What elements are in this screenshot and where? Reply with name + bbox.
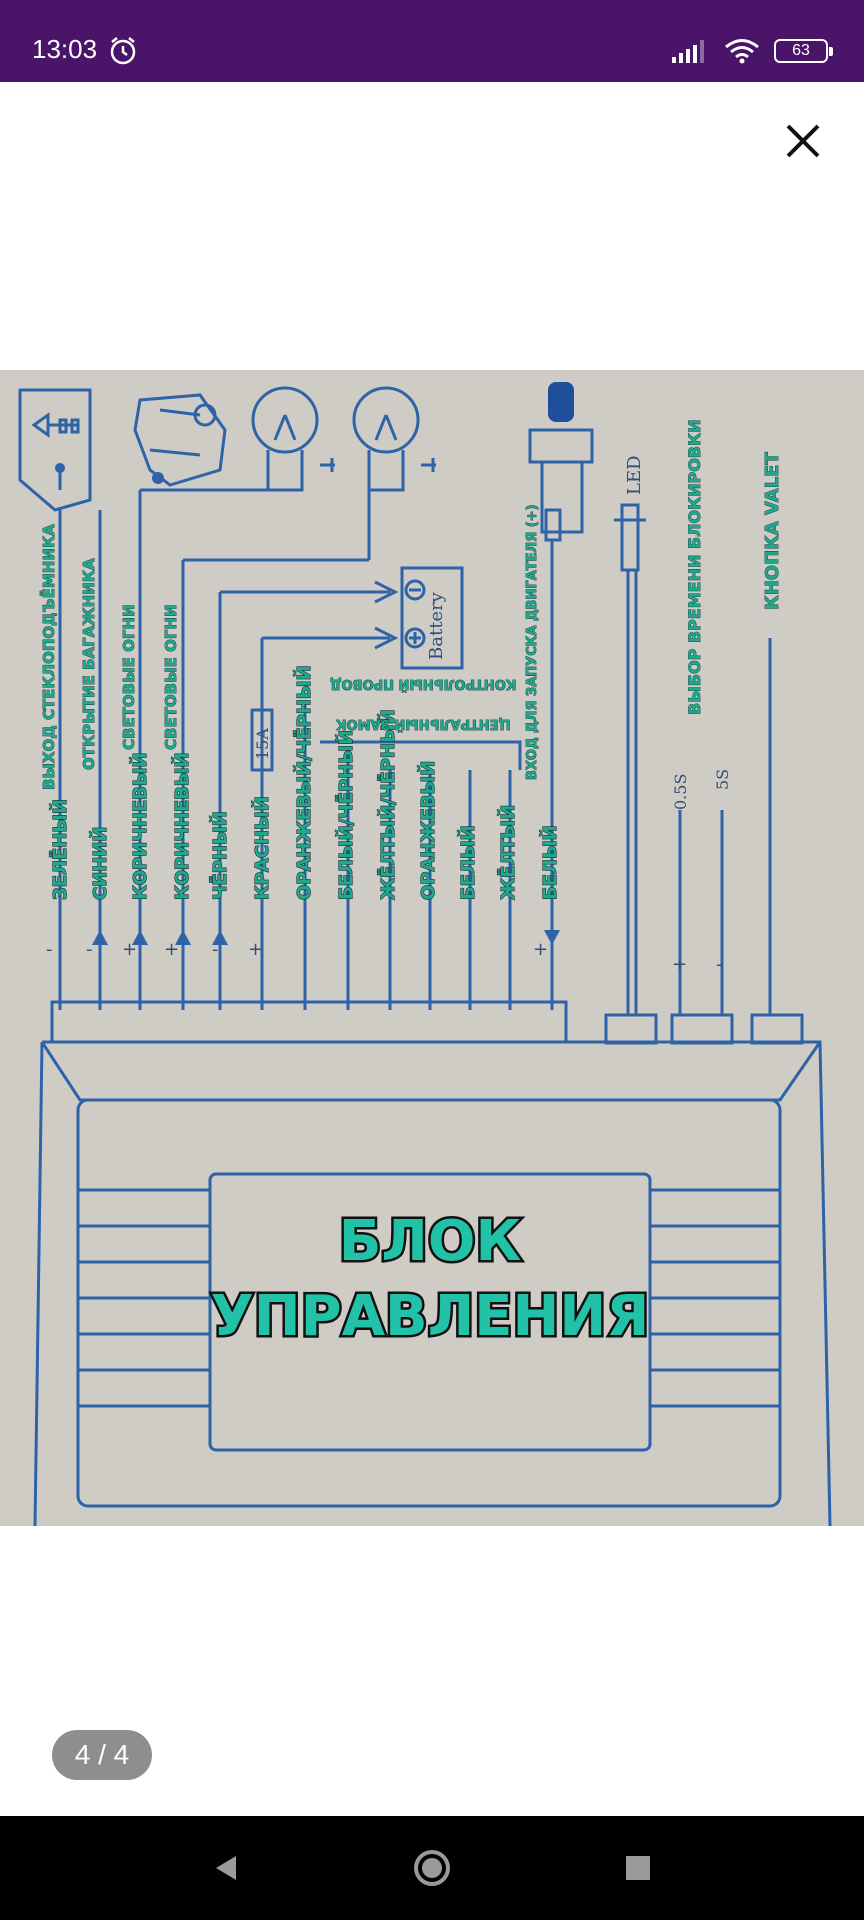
svg-text:-: -	[86, 939, 93, 960]
connectors	[50, 1000, 804, 1045]
valet-label: КНОПКА VALET	[762, 452, 783, 610]
function-label: СВЕТОВЫЕ ОГНИ	[120, 604, 138, 750]
svg-text:15A: 15A	[253, 728, 272, 760]
wire-label: ЧЁРНЫЙ	[209, 811, 231, 900]
back-icon[interactable]	[202, 1844, 250, 1892]
battery-icon: 63	[774, 39, 833, 63]
svg-text:Battery: Battery	[426, 591, 447, 660]
svg-text:+: +	[672, 954, 687, 975]
wiring-diagram: LED Battery 15A - - +	[18, 382, 832, 1526]
upside-down-labels: КОНТРОЛЬНЫЙ ПРОВОД ЦЕНТРАЛЬНЫЙ ЗАМОК	[330, 676, 517, 733]
window-icon	[18, 388, 92, 512]
signal-icon	[672, 40, 704, 63]
svg-text:+: +	[533, 939, 548, 960]
bulb-icon	[352, 386, 436, 492]
navigation-bar	[0, 1816, 864, 1920]
status-time: 13:03	[32, 34, 98, 64]
svg-text:-: -	[716, 954, 723, 975]
recents-icon[interactable]	[614, 1844, 662, 1892]
engine-start-label: ВХОД ДЛЯ ЗАПУСКА ДВИГАТЕЛЯ (+)	[525, 504, 540, 780]
svg-text:0.5S: 0.5S	[671, 774, 690, 810]
page-counter-text: 4 / 4	[74, 1739, 130, 1770]
svg-text:+: +	[248, 939, 263, 960]
function-label: ОТКРЫТИЕ БАГАЖНИКА	[80, 558, 98, 770]
battery-level: 63	[792, 42, 810, 59]
wire-label: БЕЛЫЙ	[457, 825, 479, 900]
wire-label: БЕЛЫЙ	[539, 825, 561, 900]
wire-label: ОРАНЖЕВЫЙ	[417, 761, 439, 900]
wire-label: БЕЛЫЙ/ЧЁРНЫЙ	[335, 730, 357, 900]
time-labels: 0.5S 5S	[671, 769, 732, 810]
home-icon[interactable]	[408, 1844, 456, 1892]
wire-label: ЗЕЛЁНЫЙ	[49, 799, 71, 900]
function-labels: ВЫХОД СТЕКЛОПОДЪЁМНИКА ОТКРЫТИЕ БАГАЖНИК…	[39, 419, 784, 790]
image-viewer[interactable]: LED Battery 15A - - +	[0, 370, 864, 1526]
svg-text:+: +	[164, 939, 179, 960]
block-time-label: ВЫБОР ВРЕМЕНИ БЛОКИРОВКИ	[685, 420, 704, 715]
central-lock-label: ЦЕНТРАЛЬНЫЙ ЗАМОК	[336, 716, 511, 732]
trunk-icon	[133, 393, 227, 487]
polarity-marks: - - + + - + + + -	[46, 930, 723, 975]
wire-label: ЖЁЛТЫЙ/ЧЁРНЫЙ	[377, 709, 399, 900]
title-line-2: УПРАВЛЕНИЯ	[211, 1284, 650, 1349]
wire-label: СИНИЙ	[89, 827, 111, 900]
battery-box: Battery	[220, 566, 464, 670]
function-label: СВЕТОВЫЕ ОГНИ	[162, 604, 180, 750]
page-counter: 4 / 4	[52, 1730, 152, 1780]
wire-labels: ЗЕЛЁНЫЙ СИНИЙ КОРИЧНЕВЫЙ КОРИЧНЕВЫЙ ЧЁРН…	[48, 665, 561, 901]
function-label: ВЫХОД СТЕКЛОПОДЪЁМНИКА	[39, 524, 58, 790]
control-wire-label: КОНТРОЛЬНЫЙ ПРОВОД	[330, 676, 516, 692]
alarm-icon	[110, 37, 136, 65]
control-unit	[33, 1040, 832, 1526]
close-icon[interactable]	[778, 116, 828, 166]
svg-text:LED: LED	[624, 455, 645, 495]
wifi-icon	[725, 39, 759, 64]
wire-label: ЖЁЛТЫЙ	[497, 805, 519, 900]
svg-text:-: -	[212, 939, 219, 960]
wire-label: КОРИЧНЕВЫЙ	[129, 752, 151, 900]
wire-label: КОРИЧНЕВЫЙ	[171, 752, 193, 900]
control-unit-title: БЛОК УПРАВЛЕНИЯ	[208, 1207, 652, 1352]
bulb-icon	[251, 386, 335, 492]
wire-label: КРАСНЫЙ	[251, 796, 273, 900]
svg-text:+: +	[122, 939, 137, 960]
led-icon: LED	[614, 455, 646, 572]
status-bar: 13:03 63	[0, 0, 864, 82]
title-line-1: БЛОК	[339, 1209, 522, 1274]
wire-lines: 15A	[58, 488, 772, 1015]
wire-label: ОРАНЖЕВЫЙ/ЧЁРНЫЙ	[293, 665, 315, 900]
svg-text:-: -	[46, 939, 53, 960]
svg-text:5S: 5S	[713, 769, 732, 790]
